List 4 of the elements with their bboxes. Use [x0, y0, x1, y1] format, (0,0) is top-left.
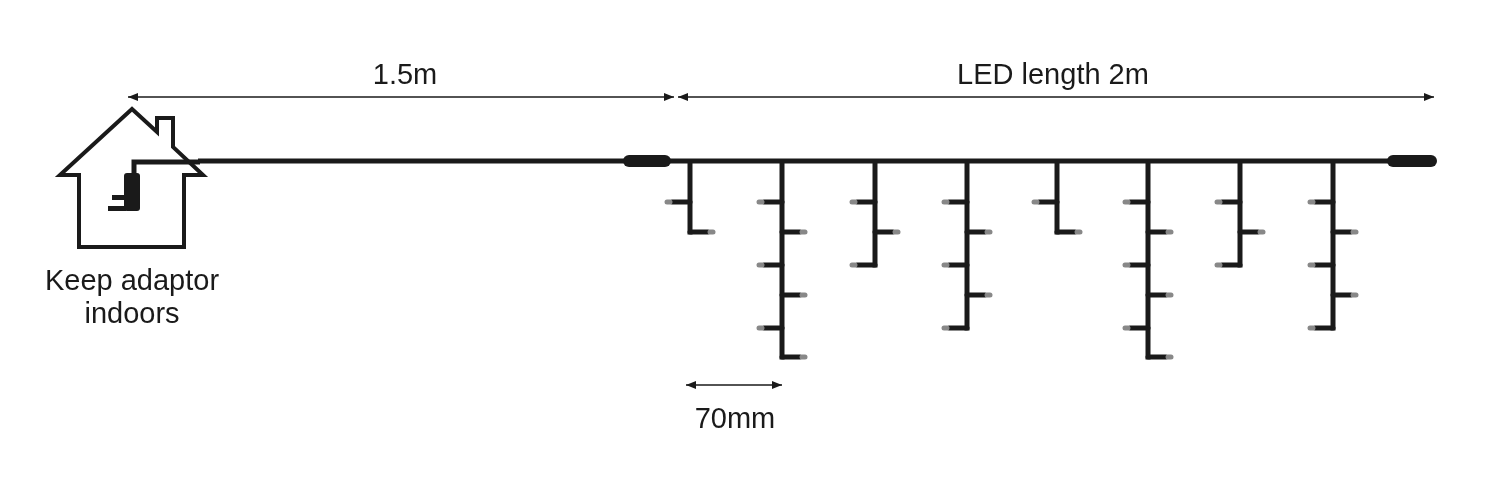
- dimension-label: LED length 2m: [956, 58, 1150, 92]
- dimension-label: 70mm: [693, 402, 777, 436]
- caption-text: Keep adaptor indoors: [43, 264, 221, 331]
- dimension-label: 1.5m: [371, 58, 439, 92]
